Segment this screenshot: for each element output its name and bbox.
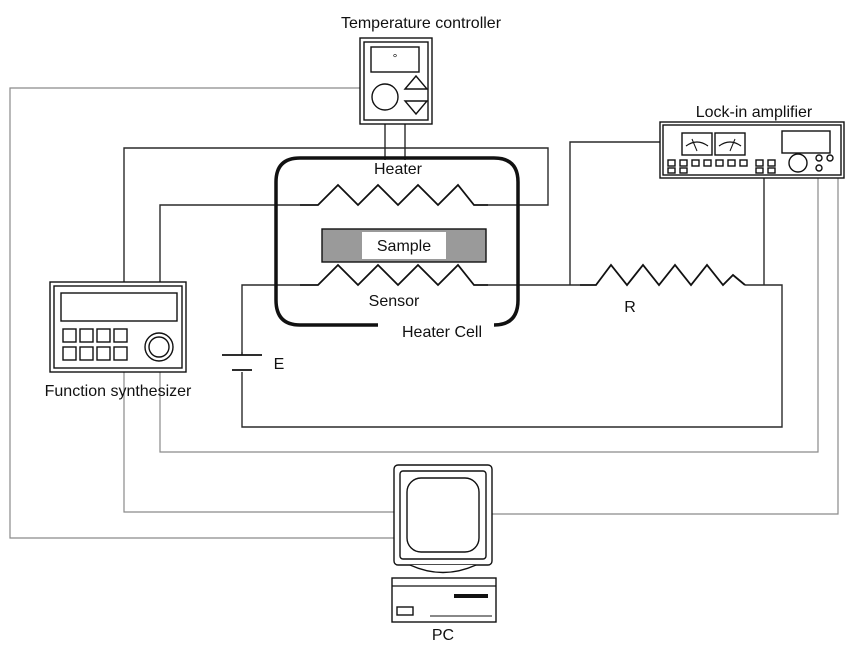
wiring bbox=[9, 87, 839, 539]
lockin-buttons bbox=[667, 159, 776, 174]
wire-lockin-to-r-left bbox=[569, 141, 662, 285]
controller-up-arrow-icon bbox=[403, 74, 429, 90]
synth-display bbox=[60, 292, 178, 322]
controller-down-arrow-icon bbox=[403, 100, 429, 116]
wire-lockin-to-pc bbox=[492, 172, 839, 515]
label-sensor: Sensor bbox=[369, 293, 420, 310]
heater-element bbox=[300, 183, 488, 207]
label-temperature-controller: Temperature controller bbox=[341, 15, 502, 32]
label-pc: PC bbox=[432, 627, 454, 644]
pc-screen bbox=[406, 477, 480, 553]
wire-synth-to-heater bbox=[123, 147, 549, 282]
wire-r-right bbox=[241, 284, 783, 428]
pc-drive-bay bbox=[396, 606, 414, 616]
resistor-r bbox=[580, 263, 746, 287]
controller-knob bbox=[371, 83, 399, 111]
label-function-synthesizer: Function synthesizer bbox=[45, 383, 192, 400]
controller-display-symbol: ° bbox=[393, 51, 398, 65]
wire-synth-to-lockin bbox=[159, 172, 819, 453]
lockin-meter-right bbox=[714, 132, 746, 156]
label-battery: E bbox=[274, 356, 285, 373]
lockin-display bbox=[781, 130, 831, 154]
lockin-knob bbox=[788, 153, 808, 173]
synth-keypad bbox=[62, 328, 128, 361]
label-resistor: R bbox=[624, 299, 636, 316]
label-heater: Heater bbox=[374, 161, 423, 178]
controller-display bbox=[370, 46, 420, 73]
label-lock-in-amplifier: Lock-in amplifier bbox=[696, 104, 813, 121]
lock-in-amplifier bbox=[659, 121, 845, 179]
sensor-element bbox=[300, 263, 488, 287]
wire-sensor-left bbox=[241, 284, 300, 352]
temperature-controller bbox=[359, 37, 433, 125]
lockin-meter-left bbox=[681, 132, 713, 156]
wire-heater-left bbox=[159, 204, 300, 282]
pc bbox=[391, 464, 497, 623]
pc-drive-slot bbox=[454, 594, 488, 598]
label-sample: Sample bbox=[377, 238, 431, 255]
wire-controller-to-pc bbox=[9, 87, 394, 539]
label-heater-cell: Heater Cell bbox=[402, 324, 482, 341]
function-synthesizer bbox=[49, 281, 187, 373]
sample-label-bg bbox=[362, 232, 446, 259]
wire-synth-to-pc bbox=[123, 372, 394, 513]
heater-cell-outline bbox=[274, 156, 520, 327]
